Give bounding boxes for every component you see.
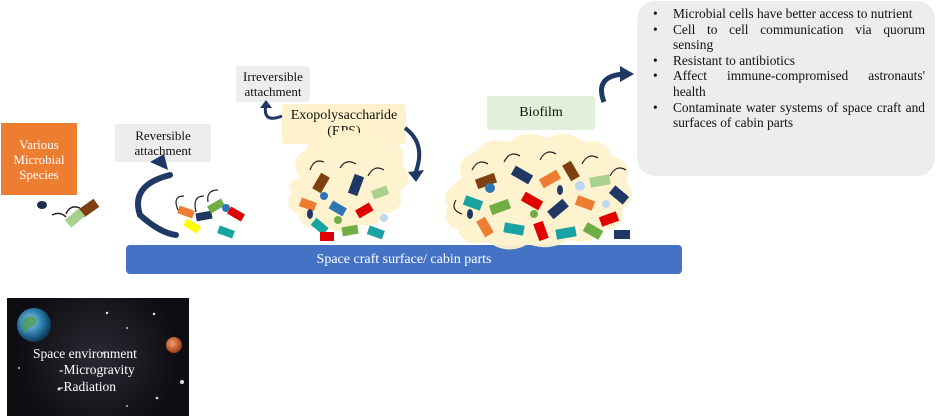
effect-item: Cell to cell communication via quorum se…	[651, 22, 925, 53]
eps-label-line-2: (EPS)	[327, 124, 361, 139]
reversible-attachment-box: Reversible attachment	[115, 124, 211, 162]
eps-label-line-1: Exopolysaccharide	[290, 108, 398, 123]
eps-microbes	[298, 160, 390, 241]
biofilm-cloud	[445, 133, 633, 250]
various-label-line-2: Microbial	[13, 151, 65, 167]
star-icon	[180, 380, 184, 384]
space-environment-panel: Space environment -Microgravity -Radiati…	[7, 298, 189, 416]
arrow-biofilm	[599, 71, 625, 103]
arrow-eps	[403, 126, 422, 175]
arrow-irreversible	[263, 103, 283, 120]
reversible-label-line-1: Reversible	[135, 128, 191, 143]
eps-box: Exopolysaccharide (EPS)	[282, 104, 406, 144]
irreversible-label-line-1: Irreversible	[243, 69, 303, 84]
effect-item: Contaminate water systems of space craft…	[651, 100, 925, 131]
effects-list: Microbial cells have better access to nu…	[651, 6, 925, 131]
biofilm-effects-box: Microbial cells have better access to nu…	[637, 1, 935, 176]
biofilm-label: Biofilm	[519, 105, 563, 120]
various-label-line-3: Species	[19, 166, 59, 182]
spacecraft-surface-bar: Space craft surface/ cabin parts	[126, 245, 682, 274]
space-graphics	[17, 308, 184, 407]
irreversible-label-line-2: attachment	[244, 84, 302, 99]
space-item-radiation: -Radiation	[59, 379, 116, 394]
biofilm-box: Biofilm	[487, 96, 595, 130]
mars-icon	[166, 337, 182, 353]
eps-cloud	[288, 129, 409, 232]
various-label-line-1: Various	[19, 136, 59, 152]
effect-item: Microbial cells have better access to nu…	[651, 6, 925, 22]
free-microbes	[37, 198, 100, 228]
effect-item: Affect immune-compromised astronauts' he…	[651, 68, 925, 99]
reversible-label-line-2: attachment	[134, 143, 192, 158]
effect-item: Resistant to antibiotics	[651, 53, 925, 69]
surface-label: Space craft surface/ cabin parts	[316, 251, 492, 267]
reversible-microbes	[175, 189, 245, 239]
arrow-reversible	[135, 172, 179, 238]
irreversible-attachment-box: Irreversible attachment	[236, 66, 310, 102]
various-microbial-species-box: Various Microbial Species	[1, 123, 77, 195]
space-item-microgravity: -Microgravity	[59, 362, 135, 377]
space-title: Space environment	[33, 346, 137, 361]
biofilm-microbes	[453, 151, 630, 242]
